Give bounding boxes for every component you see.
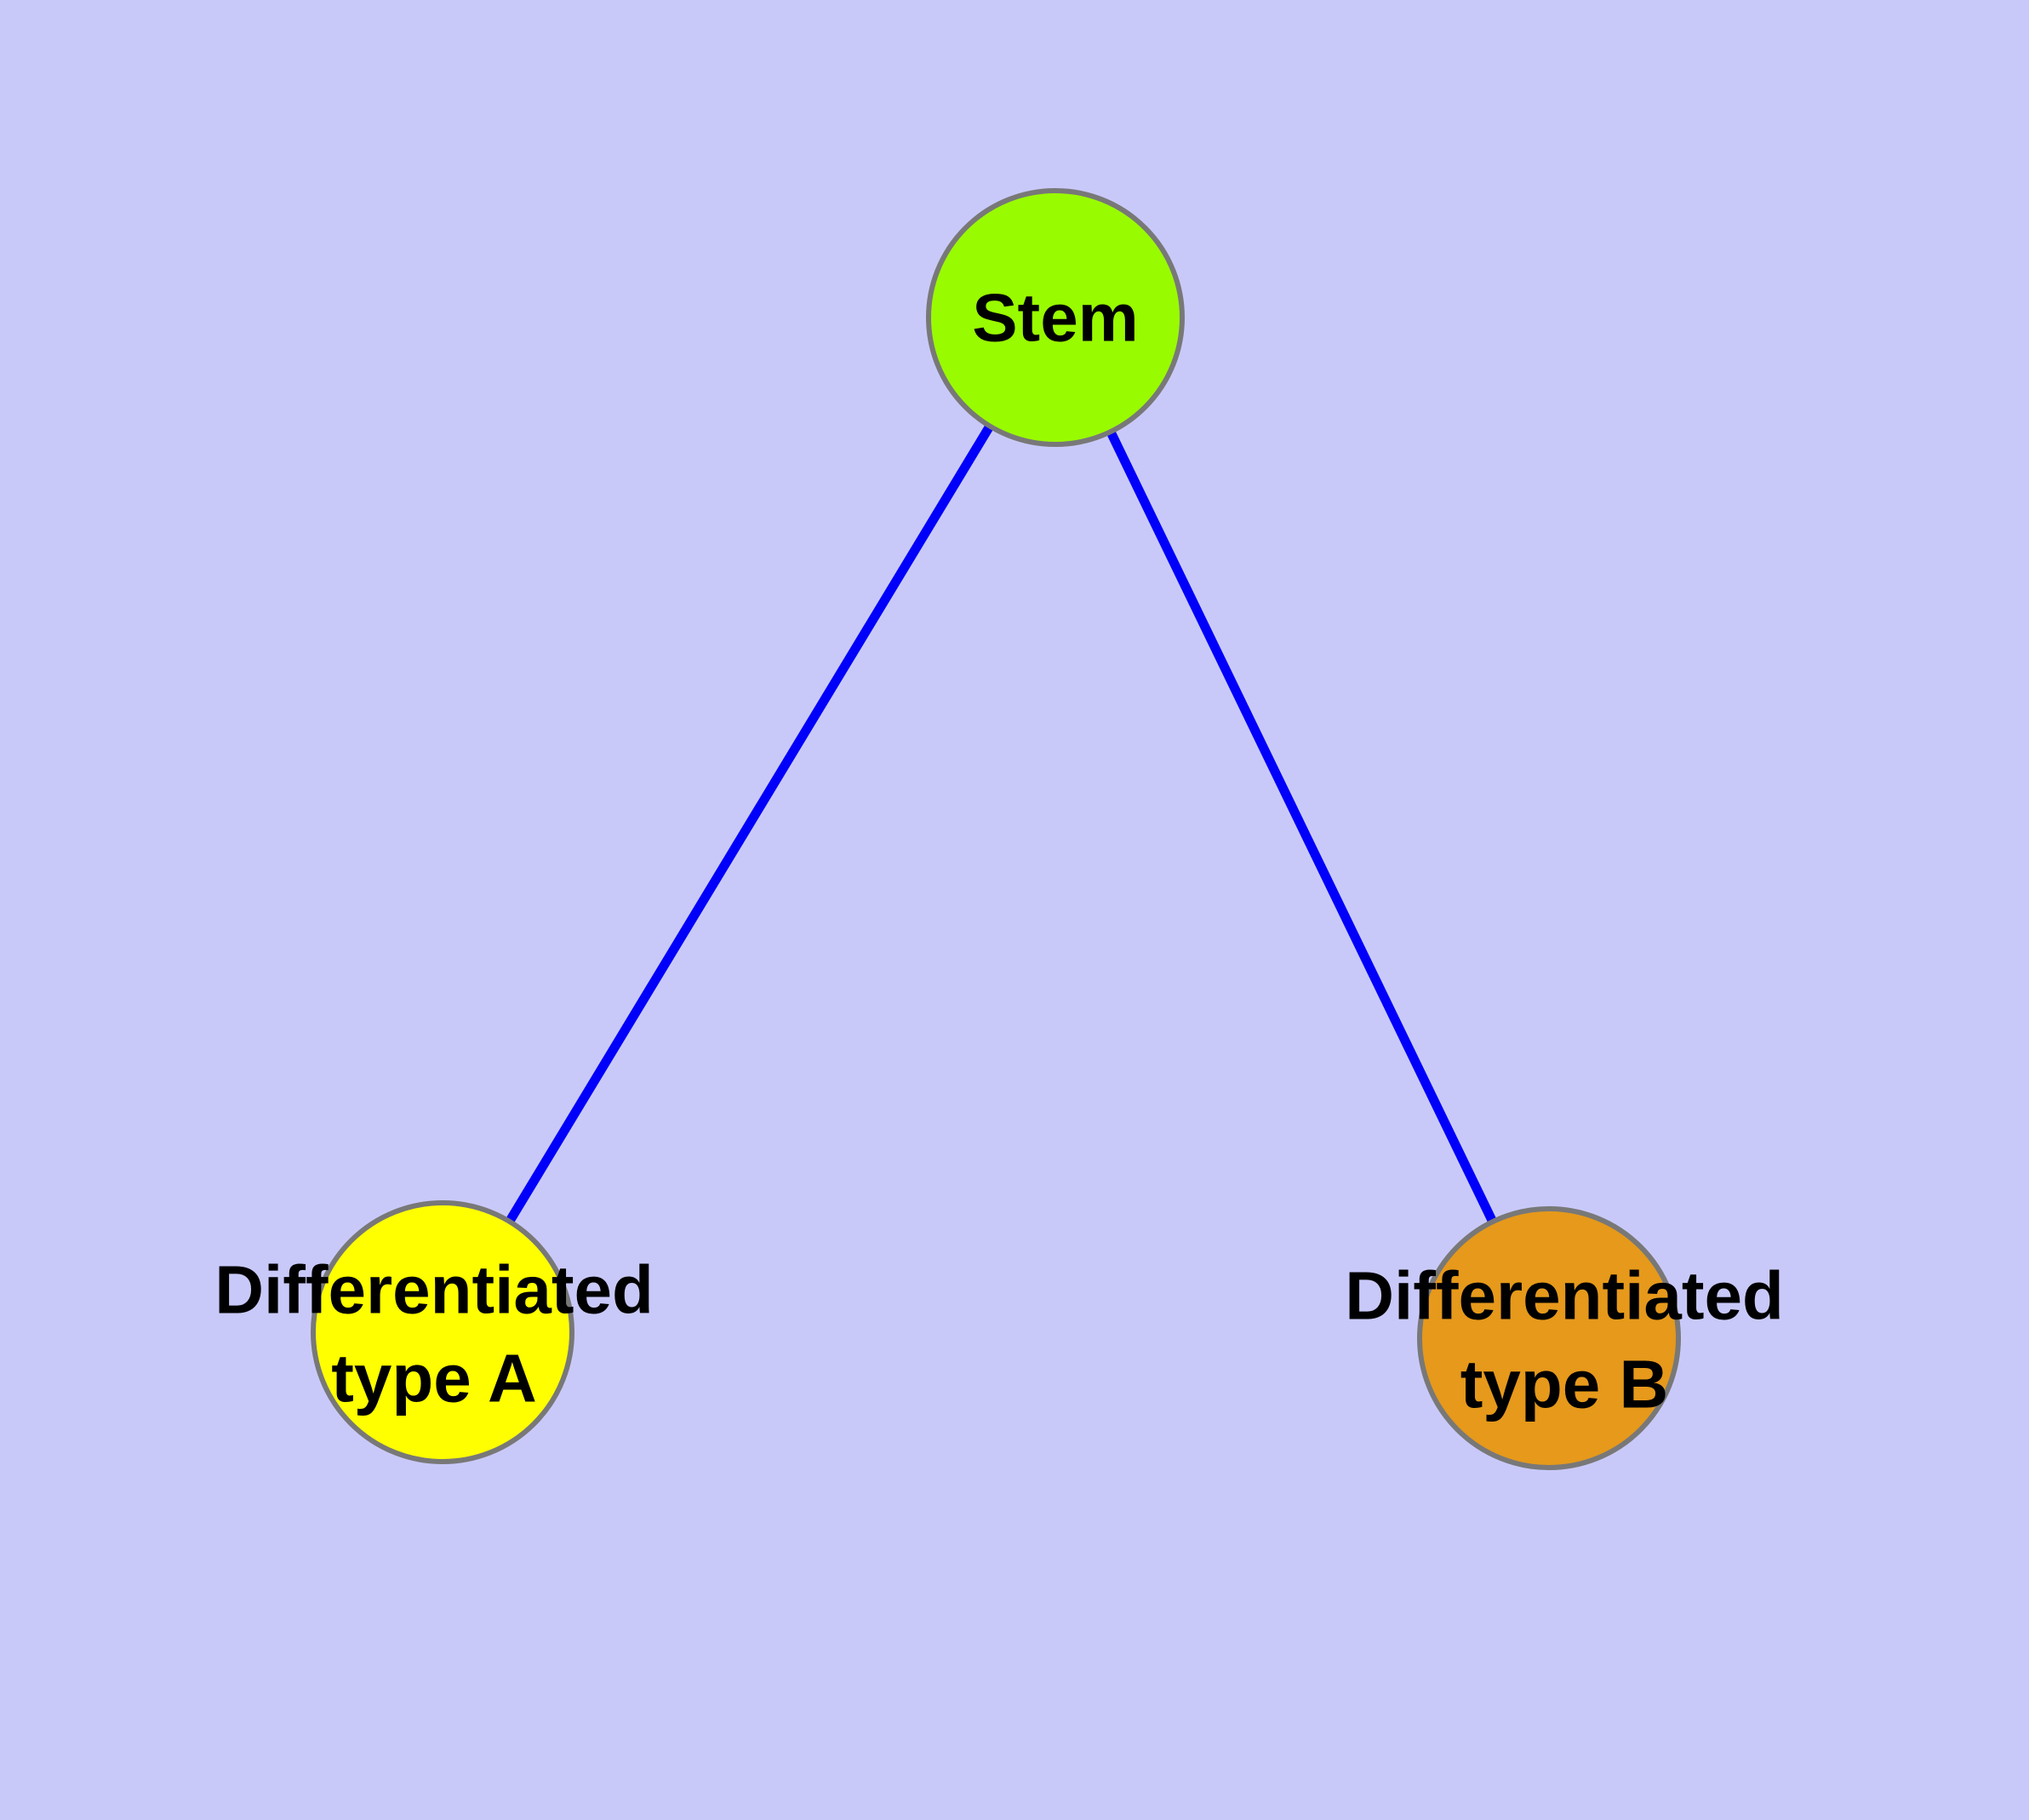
node-type-b-label: Differentiated type B — [1345, 1258, 1784, 1422]
node-type-a-circle — [311, 1200, 574, 1464]
node-type-a-label-line2: type A — [331, 1341, 537, 1417]
edge-stem-to-type-b — [1050, 312, 1554, 1343]
edge-stem-to-type-a — [437, 312, 1060, 1337]
node-type-a-label-line1: Differentiated — [214, 1252, 654, 1328]
node-type-a-label: Differentiated type A — [214, 1252, 654, 1417]
node-type-b-label-line2: type B — [1460, 1347, 1669, 1422]
node-stem-label: Stem — [972, 280, 1139, 356]
node-type-b-label-line1: Differentiated — [1345, 1258, 1784, 1334]
node-type-b-circle — [1417, 1206, 1681, 1470]
node-stem-circle — [926, 188, 1185, 447]
